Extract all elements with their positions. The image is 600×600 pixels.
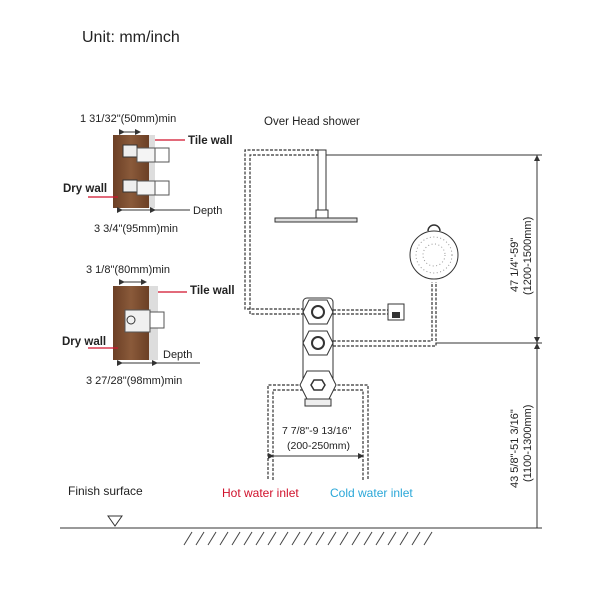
hatch-line (231, 531, 241, 546)
bottom-valve-section: 3 1/8"(80mm)min Tile wall Dry wall Depth… (62, 264, 235, 387)
hatch-line (423, 531, 433, 546)
top-valve-section: 1 31/32"(50mm)min Tile wall Dry wall Dep… (63, 113, 233, 235)
bottom-depth-value: 3 27/28"(98mm)min (86, 375, 182, 387)
top-width-label: 1 31/32"(50mm)min (80, 113, 176, 125)
hot-water-inlet-label: Hot water inlet (222, 486, 299, 500)
hatch-line (279, 531, 289, 546)
hatch-line (183, 531, 193, 546)
top-depth-value: 3 3/4"(95mm)min (94, 223, 178, 235)
shower-arm (317, 149, 327, 211)
overhead-shower-label: Over Head shower (264, 116, 360, 128)
ground-hatch (183, 531, 433, 546)
top-depth-label: Depth (193, 205, 222, 217)
diverter-valves (299, 297, 337, 407)
bottom-dry-wall-label: Dry wall (62, 336, 106, 348)
upper-dim-in: 47 1/4"-59" (509, 238, 521, 292)
bottom-depth-label: Depth (163, 349, 192, 361)
hatch-line (315, 531, 325, 546)
hatch-line (399, 531, 409, 546)
hatch-line (363, 531, 373, 546)
hatch-line (207, 531, 217, 546)
hatch-line (339, 531, 349, 546)
unit-title: Unit: mm/inch (82, 29, 180, 46)
handheld-shower-head (409, 230, 459, 280)
hatch-line (375, 531, 385, 546)
lower-dim-mm: (1100-1300mm) (522, 405, 534, 482)
hatch-line (243, 531, 253, 546)
shower-layout: Over Head shower (60, 116, 542, 546)
hatch-line (411, 531, 421, 546)
top-tile-wall-label: Tile wall (188, 135, 233, 147)
lower-dim-in: 43 5/8"-51 3/16" (509, 409, 521, 488)
hatch-line (327, 531, 337, 546)
bottom-tile-wall-label: Tile wall (190, 285, 235, 297)
cold-water-inlet-label: Cold water inlet (330, 486, 413, 500)
hatch-line (351, 531, 361, 546)
hatch-line (291, 531, 301, 546)
bottom-width-label: 3 1/8"(80mm)min (86, 264, 170, 276)
upper-dim-mm: (1200-1500mm) (522, 217, 534, 295)
hatch-line (267, 531, 277, 546)
inlet-dim-mm: (200-250mm) (287, 440, 350, 452)
hatch-line (255, 531, 265, 546)
inlet-dim-in: 7 7/8"-9 13/16" (282, 425, 352, 437)
hatch-line (387, 531, 397, 546)
level-marker-icon (107, 515, 123, 527)
overhead-shower-head (274, 217, 358, 223)
hatch-line (219, 531, 229, 546)
finish-surface-label: Finish surface (68, 484, 143, 498)
top-dry-wall-label: Dry wall (63, 183, 107, 195)
hatch-line (195, 531, 205, 546)
hatch-line (303, 531, 313, 546)
